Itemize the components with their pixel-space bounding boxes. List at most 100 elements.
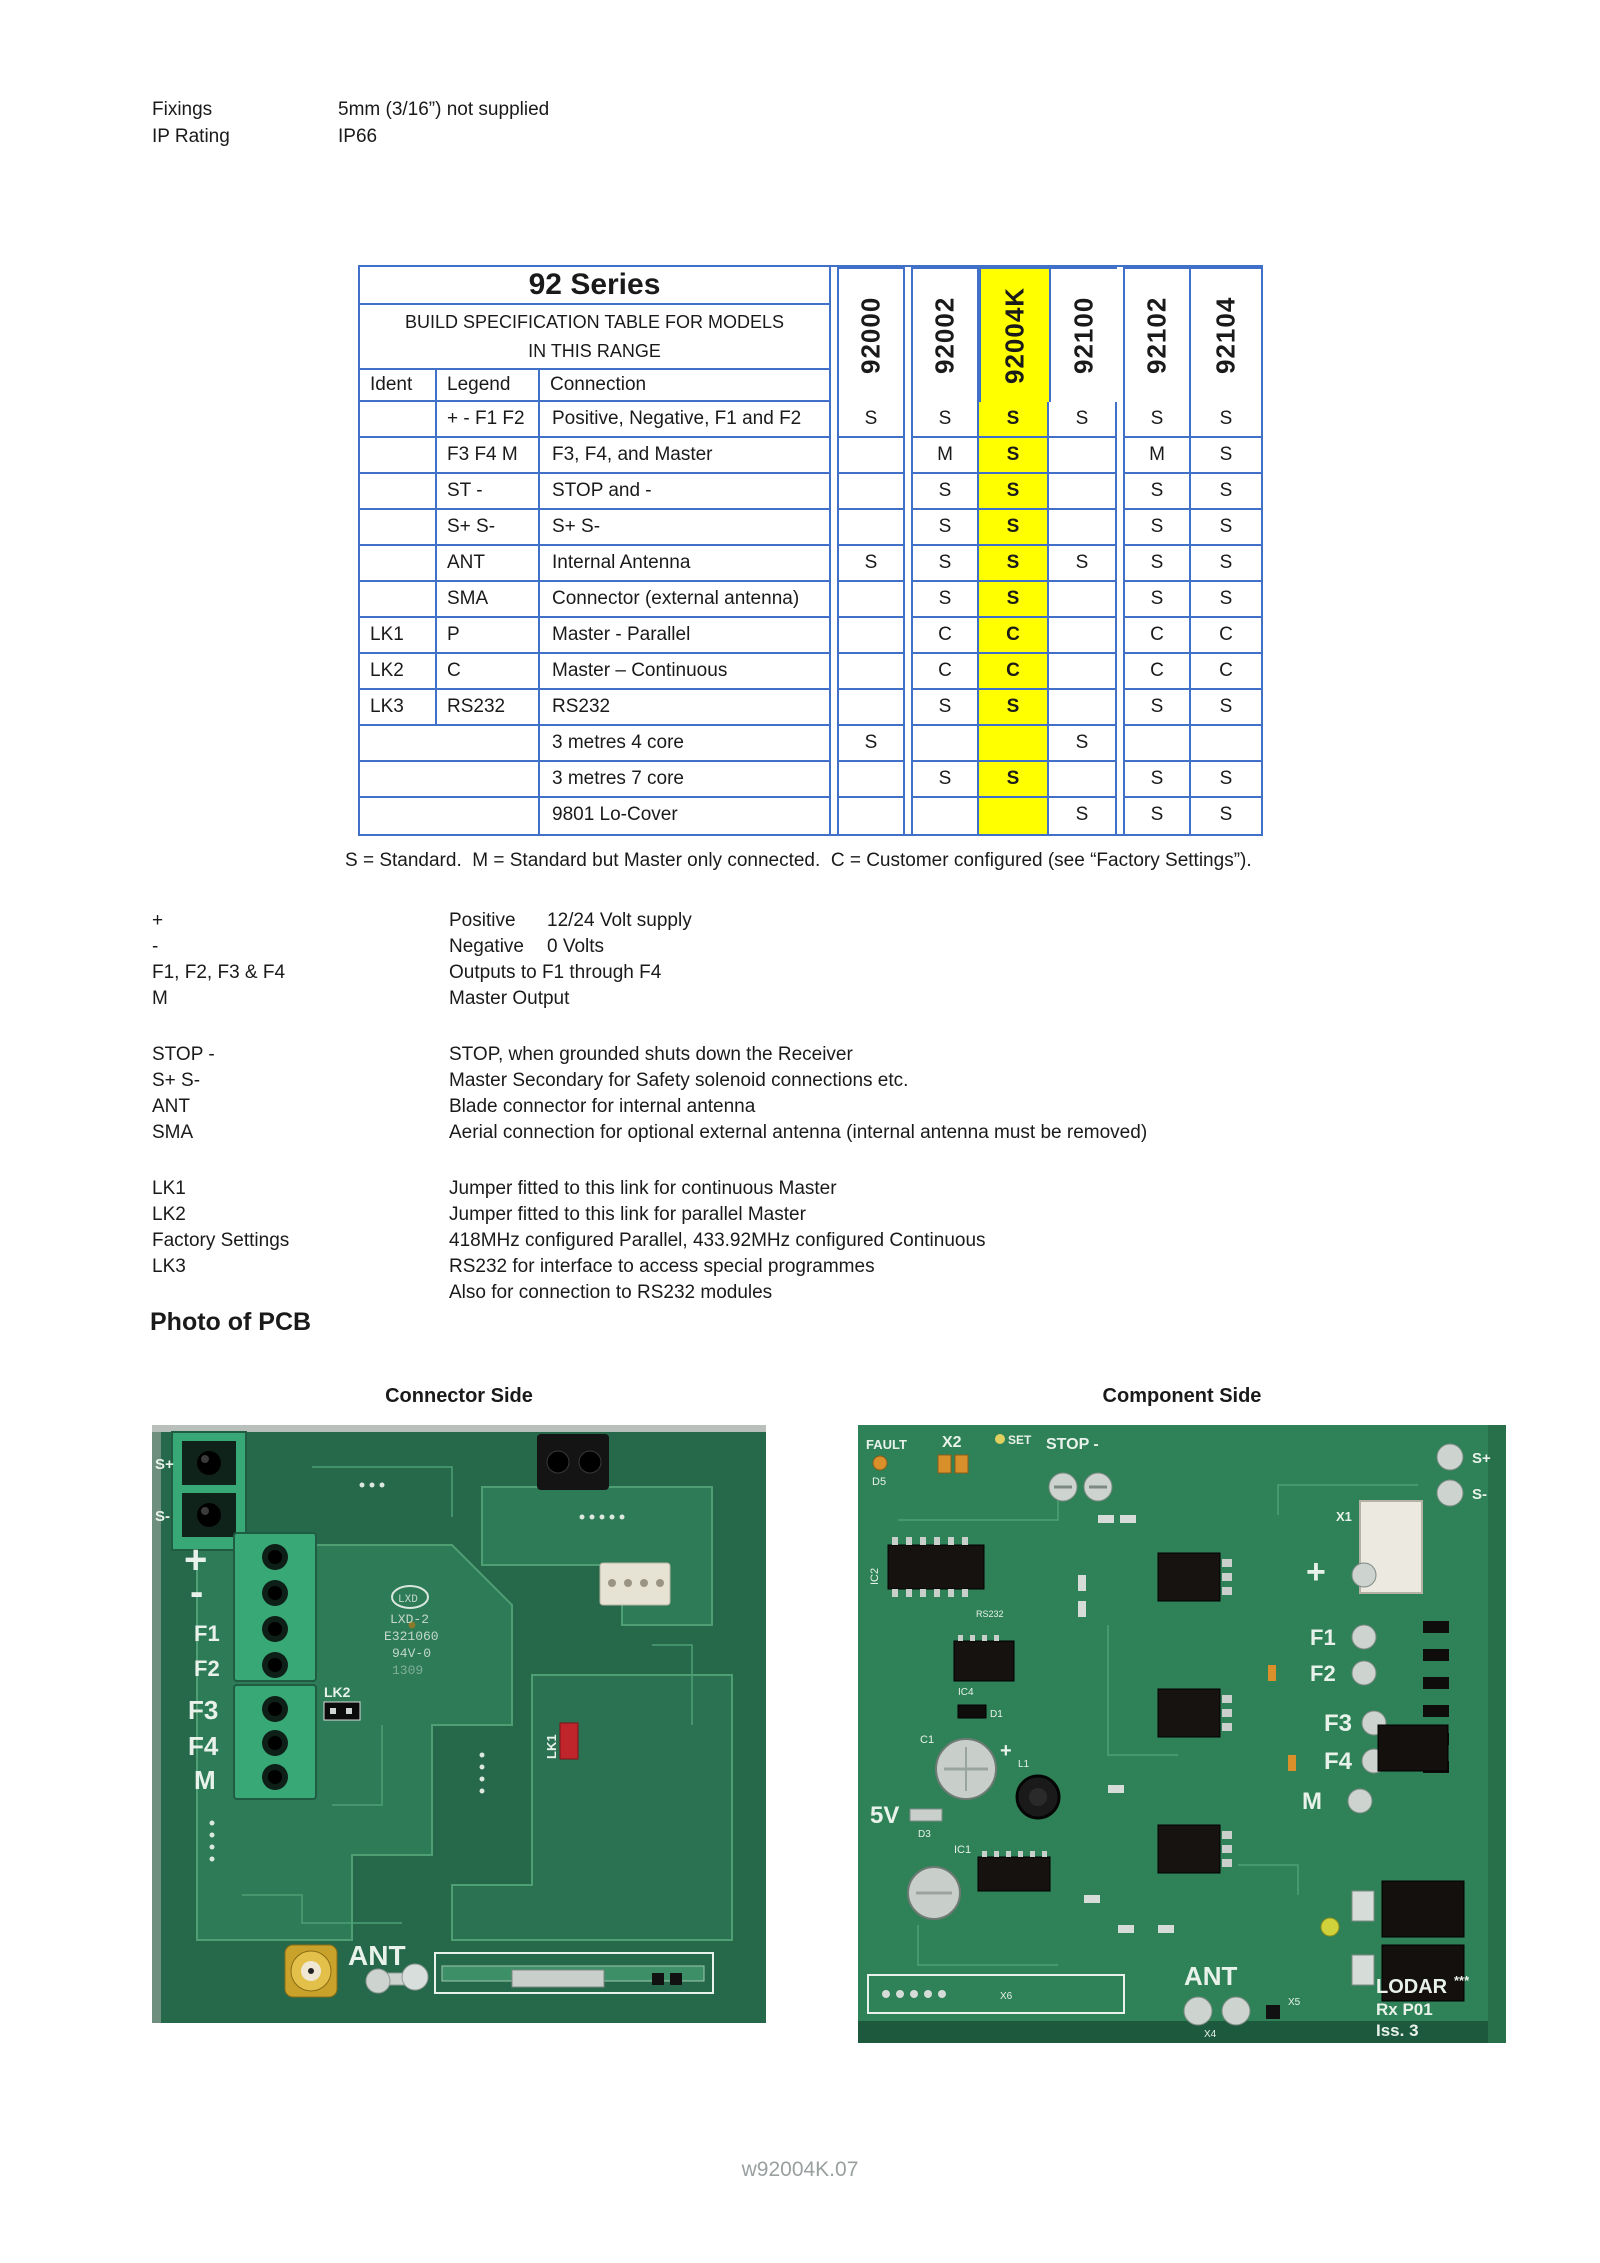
model-header-92100: 92100 <box>1049 267 1117 402</box>
ic2-chip <box>887 1537 985 1597</box>
ant-pads <box>1183 1996 1251 2026</box>
cell-92004K: S <box>979 762 1049 798</box>
column-header-connection: Connection <box>540 370 831 402</box>
cell-ident: LK1 <box>360 618 437 654</box>
x6-label: X6 <box>1000 1991 1013 2002</box>
pcb-photo-connector-side: S+ S- + - F1 F2 F3 F4 M <box>152 1425 766 2023</box>
cell-92104: S <box>1191 582 1261 618</box>
table-subtitle: BUILD SPECIFICATION TABLE FOR MODELS IN … <box>360 305 831 370</box>
cell-ident <box>360 510 437 546</box>
cell-92104: S <box>1191 546 1261 582</box>
column-gap <box>905 726 911 762</box>
caption-connector-side: Connector Side <box>385 1385 533 1407</box>
cell-legend: P <box>437 618 540 654</box>
model-header-92102: 92102 <box>1123 267 1191 402</box>
cell-92100: S <box>1049 798 1117 834</box>
definition-term: F1, F2, F3 & F4 <box>152 962 286 983</box>
minus-label: - <box>190 1570 203 1614</box>
definition-term: - <box>152 936 159 957</box>
definition-row: STOP -STOP, when grounded shuts down the… <box>152 1042 1147 1068</box>
column-gap <box>905 654 911 690</box>
x5-component <box>1266 2005 1280 2019</box>
column-gap <box>1117 618 1123 654</box>
cell-legend <box>437 726 540 762</box>
cell-92104: S <box>1191 510 1261 546</box>
cell-connection: Master - Parallel <box>540 618 831 654</box>
footer-doc-reference: w92004K.07 <box>741 2158 859 2181</box>
cell-92102: S <box>1123 582 1191 618</box>
cell-92100 <box>1049 762 1117 798</box>
column-gap <box>905 618 911 654</box>
lodar-stars: *** <box>1454 1973 1470 1988</box>
cell-92104: C <box>1191 654 1261 690</box>
s-plus-label: S+ <box>155 1456 174 1473</box>
cell-92102: S <box>1123 690 1191 726</box>
status-led <box>1320 1917 1340 1937</box>
set-label: SET <box>1008 1433 1032 1447</box>
cell-legend: ST - <box>437 474 540 510</box>
l1-label: L1 <box>1018 1759 1030 1770</box>
definition-desc2: 0 Volts <box>547 936 605 957</box>
plus-label: + <box>1306 1553 1326 1591</box>
silk-rating: 94V-0 <box>392 1646 431 1661</box>
cell-connection: Internal Antenna <box>540 546 831 582</box>
fault-label: FAULT <box>866 1437 907 1452</box>
cell-legend: C <box>437 654 540 690</box>
cell-92000 <box>837 510 905 546</box>
white-connector <box>599 1562 671 1606</box>
definition-term: + <box>152 910 164 931</box>
definition-desc: Also for connection to RS232 modules <box>449 1282 773 1303</box>
column-gap <box>905 798 911 834</box>
cell-92004K <box>979 798 1049 834</box>
cell-92100 <box>1049 582 1117 618</box>
column-gap <box>905 762 911 798</box>
column-gap <box>831 654 837 690</box>
cell-ident <box>360 402 437 438</box>
cell-92000 <box>837 438 905 474</box>
column-gap <box>831 438 837 474</box>
rx-label: Rx P01 <box>1376 2000 1433 2019</box>
column-gap <box>1117 474 1123 510</box>
cell-92004K: S <box>979 582 1049 618</box>
antenna-blade <box>365 1963 429 1994</box>
cell-connection: S+ S- <box>540 510 831 546</box>
pcb-section-heading: Photo of PCB <box>150 1308 312 1336</box>
cell-92102: C <box>1123 618 1191 654</box>
cell-connection: Positive, Negative, F1 and F2 <box>540 402 831 438</box>
cell-legend: + - F1 F2 <box>437 402 540 438</box>
f4-label: F4 <box>188 1731 219 1761</box>
definition-desc: Negative <box>449 936 524 957</box>
definition-row: S+ S-Master Secondary for Safety solenoi… <box>152 1068 1147 1094</box>
cell-legend: RS232 <box>437 690 540 726</box>
definition-term: S+ S- <box>152 1070 201 1091</box>
secondary-terminal-block <box>171 1431 247 1551</box>
silkscreen-markings: LXD LXD-2 E321060 94V-0 1309 <box>384 1585 439 1678</box>
s-plus-label: S+ <box>1472 1450 1491 1467</box>
lk2-jumper <box>323 1701 361 1721</box>
cell-92002 <box>911 726 979 762</box>
column-gap <box>1117 438 1123 474</box>
cell-92102: S <box>1123 510 1191 546</box>
cell-92100 <box>1049 654 1117 690</box>
ant-label: ANT <box>348 1940 406 1971</box>
column-gap <box>1117 546 1123 582</box>
column-gap <box>831 690 837 726</box>
definition-term: LK3 <box>152 1256 186 1277</box>
definition-desc: Jumper fitted to this link for continuou… <box>449 1178 837 1199</box>
column-gap <box>1117 690 1123 726</box>
column-gap <box>831 762 837 798</box>
definition-desc: Jumper fitted to this link for parallel … <box>449 1204 806 1225</box>
driver-array-3 <box>1157 1824 1232 1874</box>
cell-92000: S <box>837 402 905 438</box>
cell-92100: S <box>1049 726 1117 762</box>
column-gap <box>831 726 837 762</box>
